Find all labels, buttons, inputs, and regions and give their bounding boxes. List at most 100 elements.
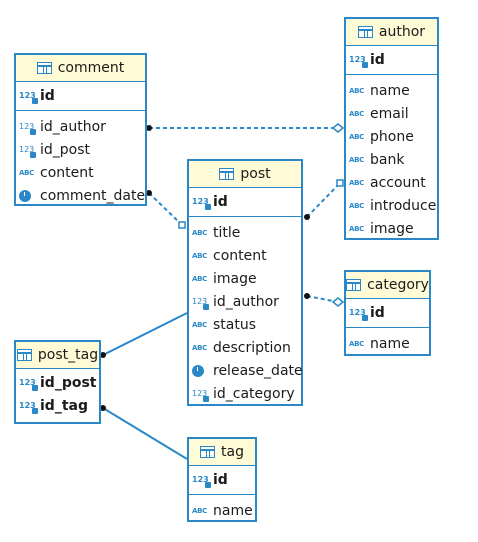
column-row[interactable]: ABC status bbox=[189, 313, 301, 336]
edge-posttag-tag[interactable] bbox=[102, 407, 188, 460]
entity-title: post bbox=[240, 166, 271, 182]
entity-title: category bbox=[367, 277, 429, 293]
column-name: title bbox=[213, 224, 241, 241]
number-key-icon: 123 bbox=[349, 306, 368, 321]
edge-end-square bbox=[178, 221, 186, 229]
column-row[interactable]: comment_date bbox=[16, 184, 145, 207]
column-name: id_category bbox=[213, 385, 295, 402]
column-name: image bbox=[370, 220, 414, 237]
entity-title: tag bbox=[221, 444, 244, 460]
column-row[interactable]: ABC description bbox=[189, 336, 301, 359]
column-name: account bbox=[370, 174, 426, 191]
number-fk-icon: 123 bbox=[192, 387, 210, 402]
text-icon: ABC bbox=[349, 132, 364, 141]
table-icon bbox=[357, 26, 373, 38]
table-icon bbox=[219, 168, 235, 180]
column-name: content bbox=[213, 247, 267, 264]
text-icon: ABC bbox=[192, 251, 207, 260]
column-name: id bbox=[40, 87, 55, 104]
number-key-icon: 123 bbox=[192, 473, 211, 488]
columns-section: ABC name bbox=[346, 328, 429, 357]
column-row[interactable]: ABC title bbox=[189, 221, 301, 244]
number-fk-icon: 123 bbox=[19, 143, 37, 158]
table-icon bbox=[16, 349, 32, 361]
column-name: id_post bbox=[40, 374, 97, 391]
text-icon: ABC bbox=[192, 343, 207, 352]
column-row[interactable]: ABC name bbox=[346, 332, 429, 355]
entity-header: tag bbox=[189, 439, 255, 466]
text-icon: ABC bbox=[192, 274, 207, 283]
edge-post-author[interactable] bbox=[306, 182, 341, 218]
text-icon: ABC bbox=[192, 320, 207, 329]
edge-comment-post[interactable] bbox=[148, 192, 183, 226]
number-key-icon: 123 bbox=[349, 53, 368, 68]
edge-end-square bbox=[336, 179, 344, 187]
number-key-icon: 123 bbox=[192, 195, 211, 210]
column-row[interactable]: release_date bbox=[189, 359, 303, 382]
column-name: phone bbox=[370, 128, 414, 145]
text-icon: ABC bbox=[192, 228, 207, 237]
column-name: id_post bbox=[40, 141, 91, 158]
column-name: id bbox=[370, 304, 385, 321]
edge-post-category[interactable] bbox=[306, 295, 339, 303]
column-name: id_author bbox=[40, 118, 106, 135]
number-key-icon: 123 bbox=[19, 376, 38, 391]
column-row[interactable]: ABC phone bbox=[346, 125, 437, 148]
column-name: name bbox=[370, 335, 410, 352]
number-key-icon: 123 bbox=[19, 399, 38, 414]
table-icon bbox=[36, 62, 52, 74]
text-icon: ABC bbox=[349, 86, 364, 95]
column-name: description bbox=[213, 339, 291, 356]
table-icon bbox=[346, 279, 362, 291]
column-name: id bbox=[213, 193, 228, 210]
edge-end-diamond bbox=[331, 123, 345, 133]
column-name: email bbox=[370, 105, 409, 122]
datetime-icon bbox=[19, 189, 36, 202]
edge-posttag-post[interactable] bbox=[102, 312, 188, 356]
edge-end-dot bbox=[146, 190, 152, 196]
column-name: status bbox=[213, 316, 257, 333]
entity-header: category bbox=[346, 272, 429, 299]
entity-header: post_tag bbox=[16, 342, 99, 369]
entity-title: post_tag bbox=[37, 347, 99, 363]
text-icon: ABC bbox=[349, 201, 364, 210]
entity-header: comment bbox=[16, 55, 145, 82]
column-row[interactable]: ABC content bbox=[189, 244, 301, 267]
datetime-icon bbox=[192, 364, 209, 377]
text-icon: ABC bbox=[349, 339, 364, 348]
text-icon: ABC bbox=[349, 155, 364, 164]
column-name: id_author bbox=[213, 293, 279, 310]
